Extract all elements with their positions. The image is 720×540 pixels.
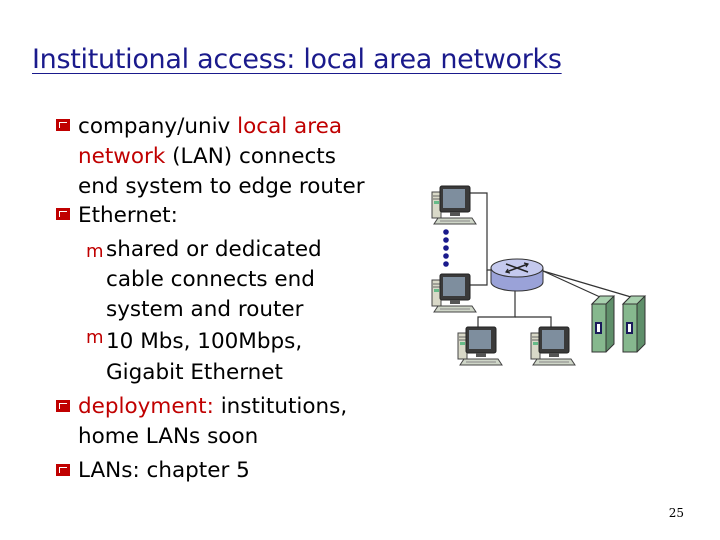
sub-bullet-2-line-1: 10 Mbs, 100Mbps, [106,329,303,354]
bullet-marker-1 [56,119,70,131]
bullet-marker-2 [56,208,70,220]
sub-bullet-1-line-1: shared or dedicated [106,237,322,262]
bullet-3-line-2: home LANs soon [78,424,259,449]
bullet-marker-3 [56,400,70,412]
sub-bullet-marker-1: m [86,241,104,262]
bullet-4-line-1: LANs: chapter 5 [78,458,250,483]
bullet-1-line-1: company/univ local area [78,114,343,139]
ellipsis-dots [443,229,449,267]
desktop-icon [530,326,576,366]
sub-bullet-2-line-2: Gigabit Ethernet [106,360,283,385]
desktop-icon [457,326,503,366]
desktop-icon [431,273,477,313]
sub-bullet-marker-2: m [86,327,104,348]
server-icon [622,295,646,353]
bullet-3-line-1: deployment: institutions, [78,394,348,419]
bullet-marker-4 [56,464,70,476]
bullet-1-line-3: end system to edge router [78,174,365,199]
sub-bullet-1-line-3: system and router [106,297,304,322]
slide-title: Institutional access: local area network… [32,44,562,75]
server-icon [591,295,615,353]
page-number: 25 [668,506,684,520]
sub-bullet-1-line-2: cable connects end [106,267,315,292]
bullet-1-line-2: network (LAN) connects [78,144,336,169]
desktop-icon [431,185,477,225]
bullet-2-line-1: Ethernet: [78,203,178,228]
svg-text:m: m [86,327,104,348]
svg-text:m: m [86,241,104,262]
router-icon [490,258,544,292]
